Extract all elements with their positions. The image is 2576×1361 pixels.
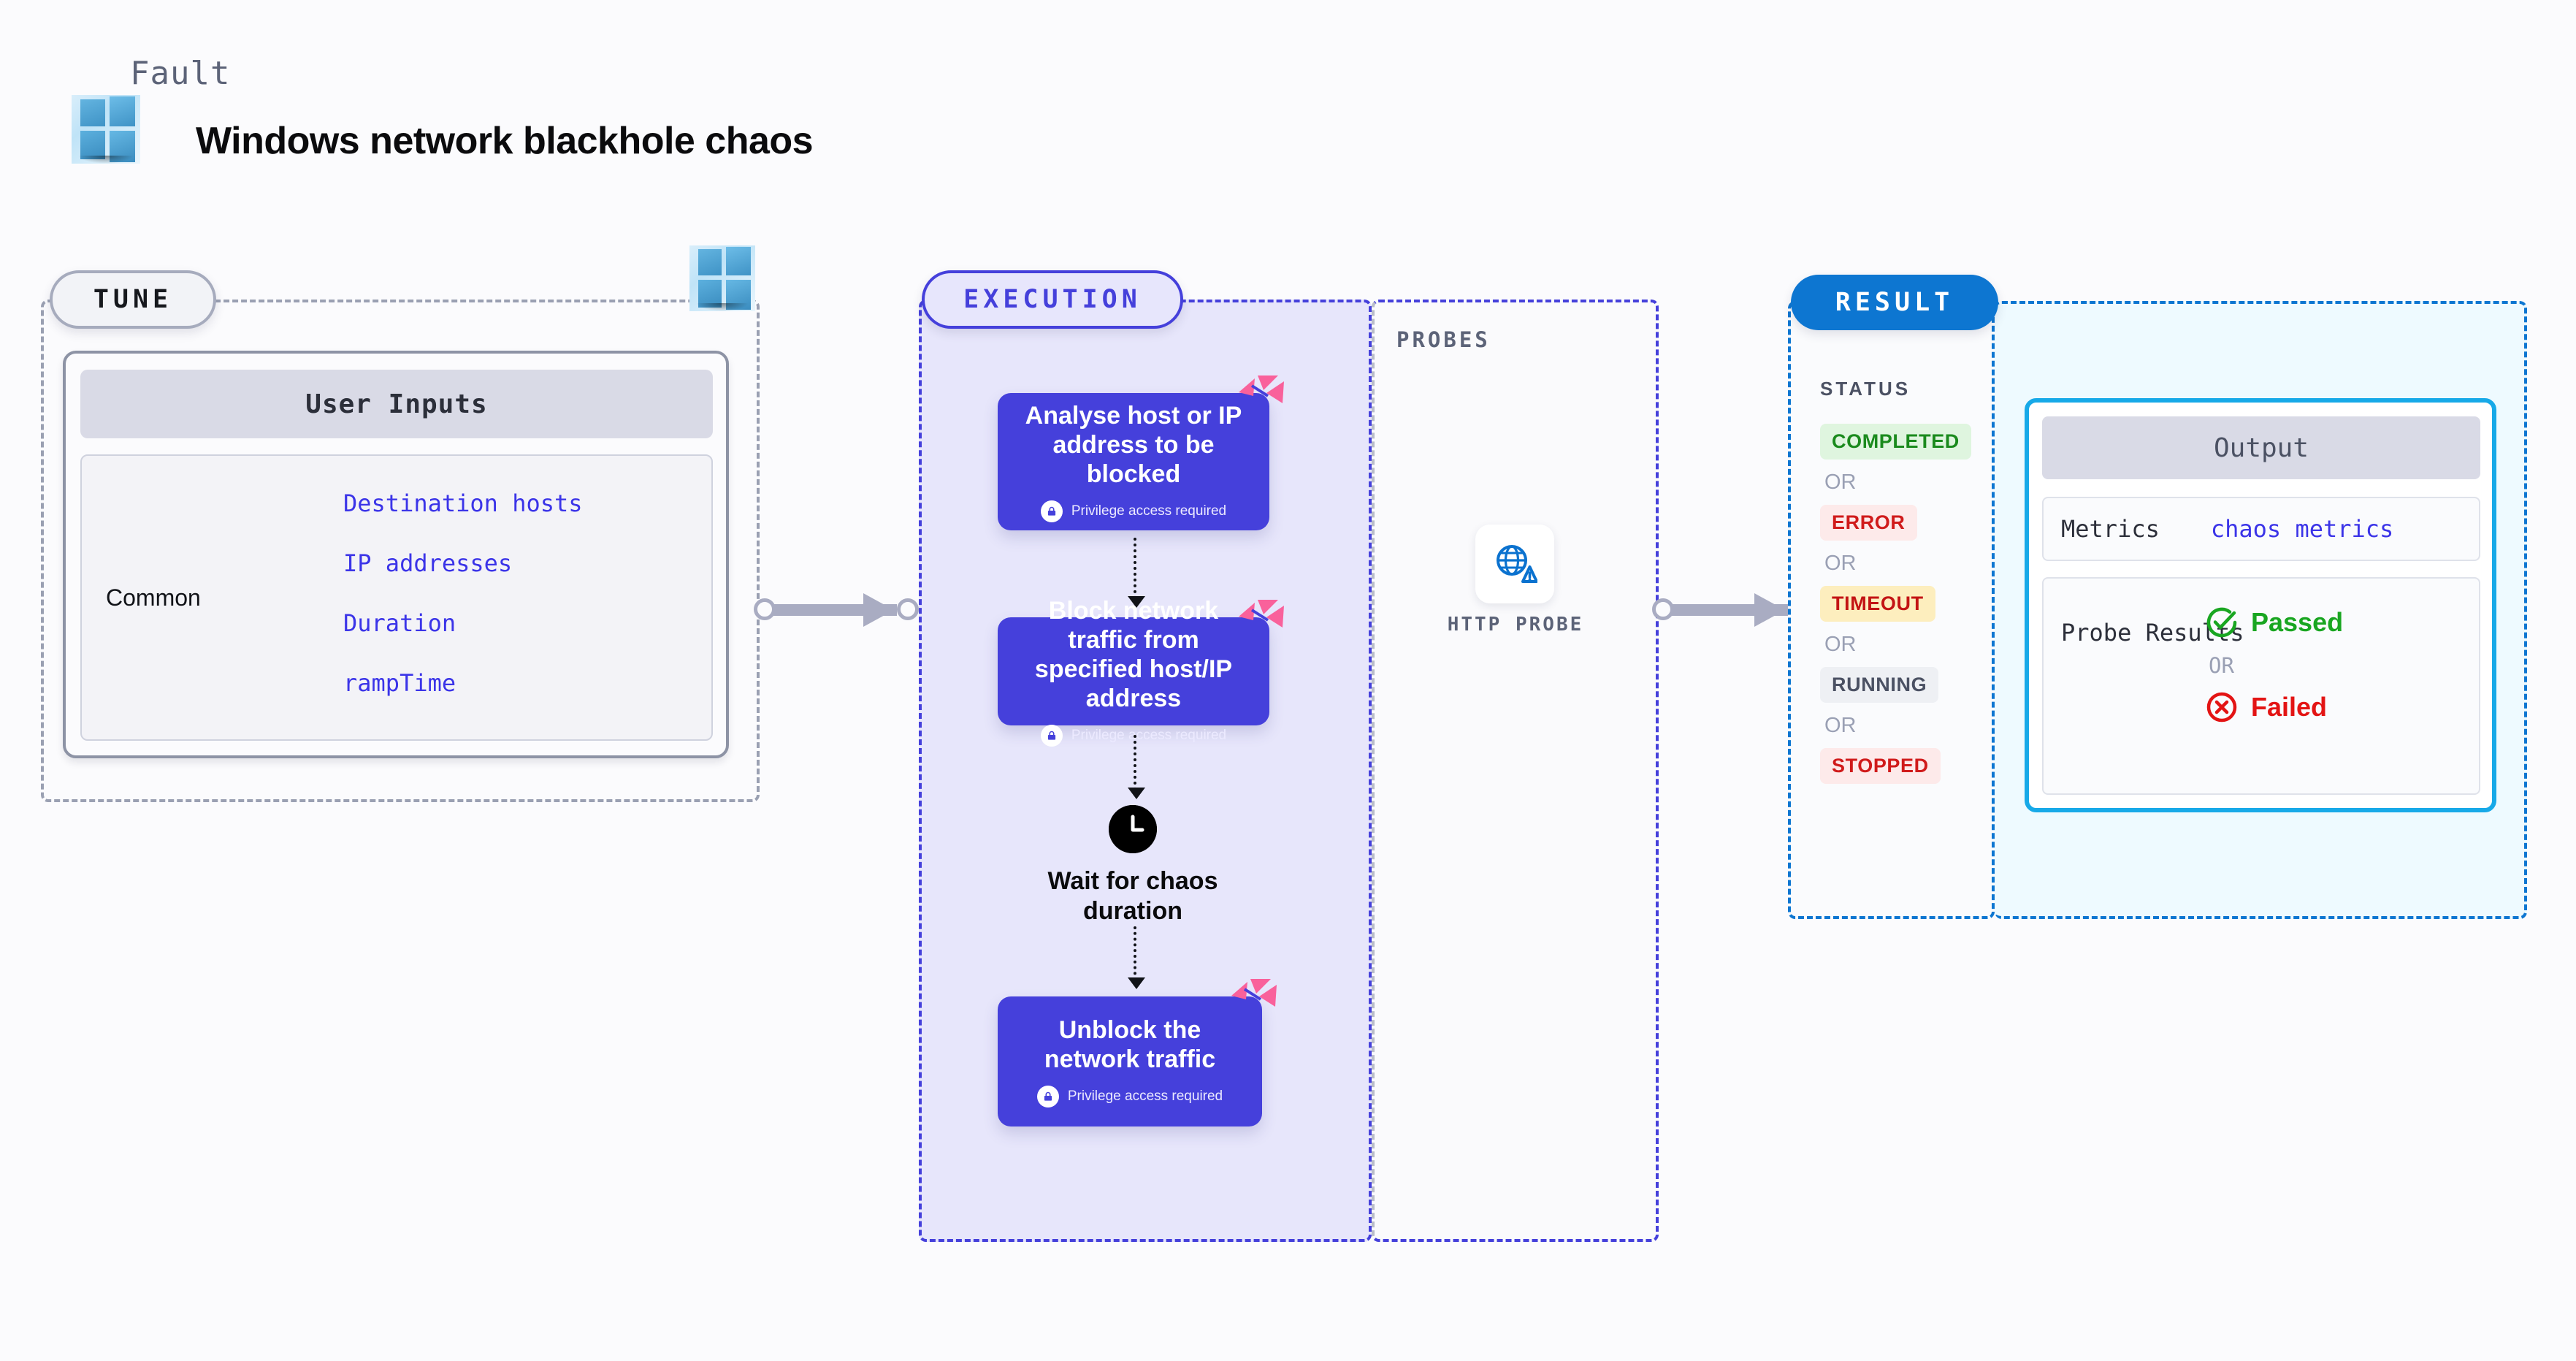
status-badge: STOPPED	[1820, 748, 1941, 784]
status-badge: TIMEOUT	[1820, 586, 1935, 622]
output-row-metrics: Metrics chaos metrics	[2042, 497, 2480, 561]
tune-stage-box	[41, 300, 760, 802]
execution-block-block-traffic[interactable]: Block network traffic from specified hos…	[998, 597, 1284, 747]
or-separator: OR	[1824, 552, 1857, 575]
x-circle-icon	[2206, 692, 2237, 723]
privilege-note: Privilege access required	[1036, 1086, 1223, 1108]
flow-connector-1	[1128, 538, 1145, 608]
privilege-label: Privilege access required	[1071, 728, 1227, 744]
execution-block-analyse[interactable]: Analyse host or IP address to be blocked…	[998, 375, 1284, 530]
probe-results-values: Passed OR Failed	[2206, 606, 2343, 723]
privilege-note: Privilege access required	[1040, 500, 1227, 523]
execution-block-unblock[interactable]: Unblock the network traffic Privilege ac…	[998, 979, 1277, 1126]
user-input-item[interactable]: Duration	[343, 609, 456, 637]
result-pill[interactable]: RESULT	[1791, 275, 1998, 330]
litmus-chaos-icon	[1239, 375, 1284, 403]
probe-pass-label: Passed	[2251, 607, 2344, 637]
litmus-chaos-icon	[1239, 600, 1284, 628]
output-header: Output	[2042, 416, 2480, 479]
litmus-chaos-icon	[1231, 979, 1277, 1007]
or-separator: OR	[1824, 714, 1857, 737]
lock-icon	[1040, 500, 1063, 523]
block-title: Unblock the network traffic	[1044, 1015, 1216, 1073]
fault-kicker: Fault	[130, 55, 231, 92]
globe-warning-icon[interactable]	[1475, 525, 1554, 603]
privilege-note: Privilege access required	[1040, 725, 1227, 747]
user-inputs-header: User Inputs	[80, 370, 713, 438]
status-list: COMPLETED OR ERROR OR TIMEOUT OR RUNNING…	[1820, 424, 1995, 784]
execution-pill[interactable]: EXECUTION	[922, 270, 1183, 329]
lock-icon	[1036, 1086, 1059, 1108]
flow-connector-3	[1128, 926, 1145, 989]
probe-label: HTTP PROBE	[1447, 614, 1584, 636]
clock-icon	[1109, 805, 1157, 853]
probe-result-failed: Failed	[2206, 691, 2343, 723]
probe-fail-label: Failed	[2251, 692, 2328, 722]
or-separator: OR	[1824, 633, 1857, 656]
probe-result-passed: Passed	[2206, 606, 2343, 638]
connector-tune-to-execution	[754, 593, 929, 627]
privilege-label: Privilege access required	[1067, 1089, 1223, 1105]
flow-connector-2	[1128, 735, 1145, 799]
block-title: Analyse host or IP address to be blocked	[1025, 401, 1242, 489]
status-badge: RUNNING	[1820, 667, 1939, 703]
user-inputs-list: Destination hosts IP addresses Duration …	[343, 489, 687, 697]
user-input-item[interactable]: IP addresses	[343, 549, 513, 577]
output-row-probe-results: Probe Results Passed OR Failed	[2042, 577, 2480, 795]
user-inputs-body	[80, 454, 713, 741]
user-input-item[interactable]: rampTime	[343, 669, 456, 697]
windows-logo-icon	[689, 245, 755, 311]
or-separator: OR	[2209, 653, 2234, 678]
status-badge: ERROR	[1820, 505, 1917, 541]
privilege-label: Privilege access required	[1071, 503, 1227, 519]
page-title: Windows network blackhole chaos	[196, 120, 814, 162]
lock-icon	[1040, 725, 1063, 747]
tune-pill[interactable]: TUNE	[50, 270, 216, 329]
or-separator: OR	[1824, 470, 1857, 494]
status-label: STATUS	[1820, 378, 1911, 400]
input-group-label: Common	[106, 584, 201, 611]
metrics-key: Metrics	[2061, 515, 2160, 543]
probes-section-label: PROBES	[1396, 327, 1491, 352]
status-badge: COMPLETED	[1820, 424, 1971, 460]
probes-stage-box	[1372, 300, 1659, 1242]
wait-label: Wait for chaos duration	[1047, 867, 1218, 925]
windows-logo-icon	[72, 95, 140, 164]
user-input-item[interactable]: Destination hosts	[343, 489, 583, 517]
metrics-value[interactable]: chaos metrics	[2210, 515, 2394, 543]
block-title: Block network traffic from specified hos…	[1034, 596, 1233, 713]
check-circle-icon	[2206, 607, 2237, 638]
